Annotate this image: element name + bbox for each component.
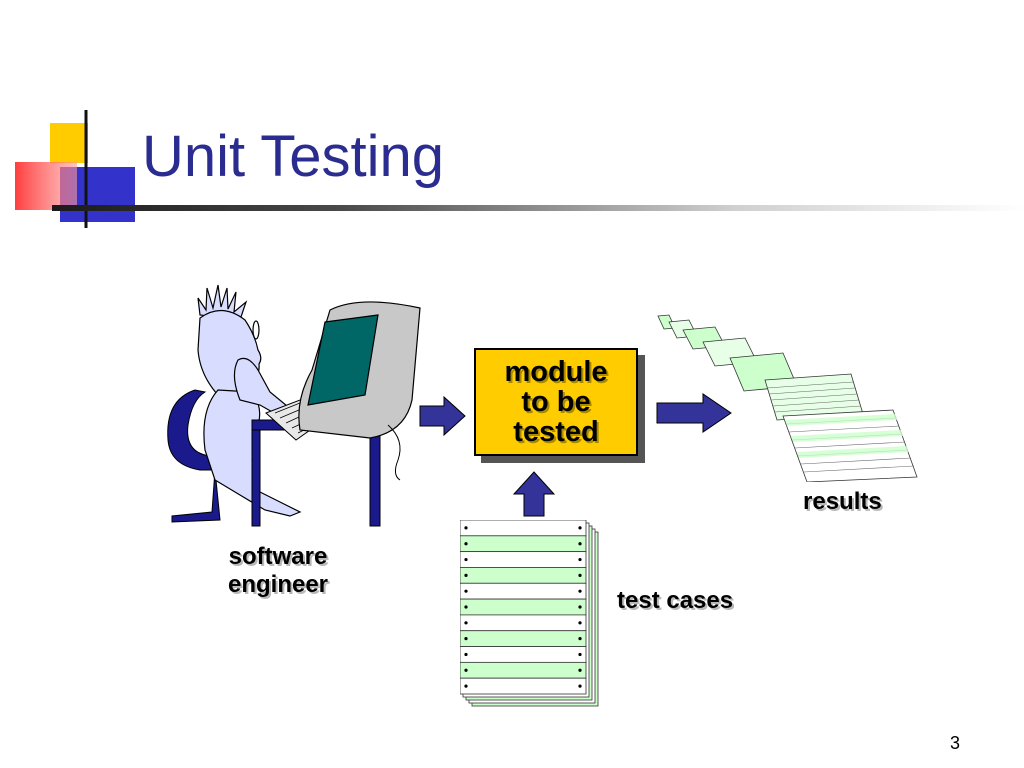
feed-hole: [578, 557, 582, 562]
arm: [233, 357, 299, 423]
feed-hole: [578, 652, 582, 657]
feed-hole: [464, 621, 468, 625]
test-case-row: [460, 661, 587, 679]
feed-hole: [464, 652, 468, 657]
test-case-row: [460, 551, 587, 568]
test-cases-stack: [460, 520, 599, 707]
printout-page-7: [782, 409, 918, 482]
title-rule: [52, 205, 1024, 211]
logo-red-square: [15, 162, 77, 210]
test-case-row: [460, 630, 587, 647]
software-engineer-label: software engineer: [200, 543, 356, 599]
feed-hole: [464, 573, 468, 577]
feed-hole: [578, 589, 582, 593]
monitor-screen: [307, 314, 379, 406]
engineer-label-line-2: engineer: [227, 571, 329, 598]
arrow-to-module: [419, 395, 466, 437]
software-engineer-illustration: [167, 284, 421, 527]
feed-hole: [464, 637, 468, 641]
feed-hole: [464, 589, 468, 593]
logo-yellow-square: [50, 123, 88, 163]
module-to-be-tested-box: module to be tested: [474, 348, 638, 456]
test-case-row: [460, 535, 587, 553]
module-label-line-2: to be: [521, 386, 591, 418]
feed-hole: [464, 526, 468, 530]
slide-title: Unit Testing: [142, 124, 444, 189]
mouse-cable: [387, 424, 401, 481]
desk-leg-left: [251, 429, 261, 527]
page-number: 3: [950, 733, 961, 753]
test-case-row: [460, 582, 587, 600]
arrow-to-results: [656, 393, 732, 433]
test-cases-label: test cases: [617, 587, 734, 614]
feed-hole: [578, 526, 582, 530]
feed-hole: [464, 542, 468, 546]
slide-logo-decoration: [15, 110, 135, 228]
feed-hole: [578, 637, 582, 641]
test-case-row: [460, 614, 587, 632]
eye: [252, 320, 260, 340]
feed-hole: [464, 557, 468, 562]
results-printout: [657, 314, 918, 482]
arrow-up-from-test-cases: [512, 471, 556, 517]
feed-hole: [578, 542, 582, 546]
module-label-line-1: module: [504, 356, 608, 388]
feed-hole: [464, 668, 468, 672]
engineer-label-line-1: software: [228, 543, 328, 570]
hair: [197, 284, 248, 321]
feed-hole: [578, 621, 582, 625]
test-case-row: [460, 520, 587, 537]
feed-hole: [578, 668, 582, 672]
chair-base: [171, 469, 221, 523]
feed-hole: [578, 573, 582, 577]
test-case-row: [460, 567, 587, 584]
test-cases-front-sheet: [460, 520, 587, 695]
desk-leg-right: [369, 429, 381, 527]
feed-hole: [464, 684, 468, 688]
feed-hole: [464, 605, 468, 609]
test-case-row: [460, 646, 587, 663]
module-label-line-3: tested: [513, 416, 599, 448]
results-label: results: [803, 488, 882, 515]
feed-hole: [578, 605, 582, 609]
test-case-row: [460, 598, 587, 616]
feed-hole: [578, 684, 582, 688]
test-case-row: [460, 677, 587, 695]
